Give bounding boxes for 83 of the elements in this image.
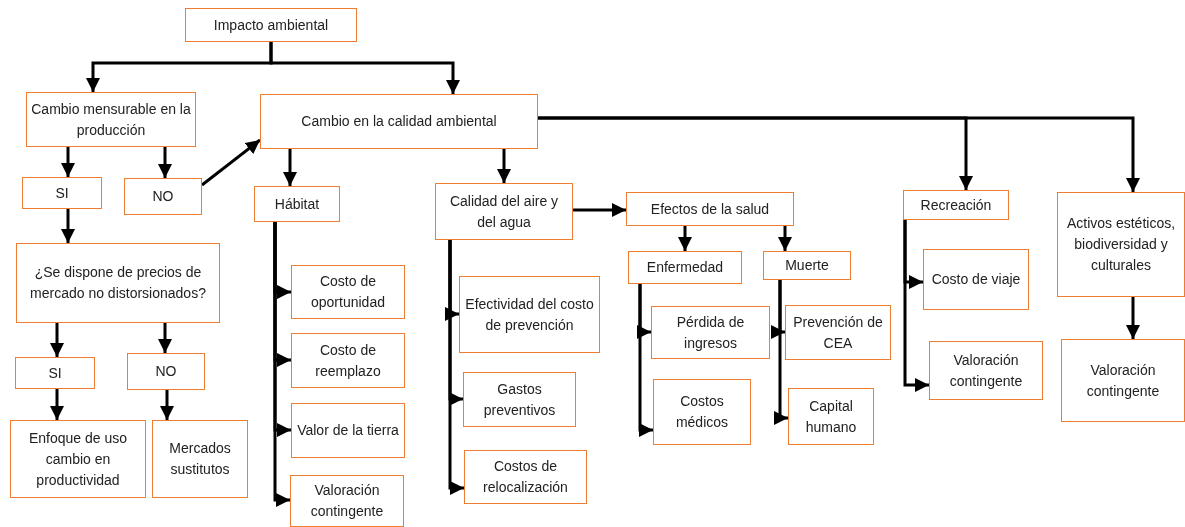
process-box <box>1057 192 1185 297</box>
arrow <box>61 209 75 243</box>
box-label: Valoración contingente <box>948 350 1024 391</box>
box-label: Muerte <box>785 256 829 275</box>
box-label: Costo de reemplazo <box>314 340 382 381</box>
process-box <box>15 357 95 389</box>
process-box <box>10 420 146 498</box>
arrow <box>1126 297 1140 339</box>
box-label: Cambio en la calidad ambiental <box>301 112 497 131</box>
box-label: NO <box>155 362 177 381</box>
box-label: Mercados sustitutos <box>168 439 232 479</box>
arrow <box>538 116 1140 192</box>
process-box <box>254 186 340 222</box>
box-label: NO <box>152 187 174 206</box>
process-box <box>290 475 404 527</box>
box-label: Efectividad del costo de prevención <box>464 294 595 335</box>
process-box <box>785 305 891 360</box>
arrow <box>158 147 172 178</box>
arrow <box>497 149 511 183</box>
arrow <box>201 138 261 187</box>
arrow <box>273 222 290 507</box>
arrow <box>283 149 297 186</box>
box-label: Valoración contingente <box>1085 360 1161 401</box>
box-label: Costos de relocalización <box>482 457 569 497</box>
arrow <box>678 226 692 251</box>
arrow <box>50 389 64 420</box>
process-box <box>903 190 1009 220</box>
box-label: Calidad del aire y del agua <box>448 191 560 232</box>
process-box <box>929 341 1043 400</box>
arrow <box>160 390 174 420</box>
box-label: Cambio mensurable en la producción <box>31 99 191 140</box>
box-label: ¿Se dispone de precios de mercado no distorsionados? <box>29 263 207 303</box>
process-box <box>127 353 205 390</box>
box-label: Pérdida de ingresos <box>675 312 746 353</box>
arrow <box>158 323 172 353</box>
process-box <box>653 379 751 445</box>
arrow <box>903 220 929 392</box>
box-label: Hábitat <box>274 194 320 214</box>
process-box <box>651 306 770 359</box>
arrow <box>778 226 792 251</box>
box-label: Capital humano <box>804 396 858 437</box>
process-box <box>763 251 851 280</box>
process-box <box>291 403 405 458</box>
process-box <box>435 183 573 240</box>
process-box <box>291 333 405 388</box>
box-label: Enfoque de uso cambio en productividad <box>27 428 129 490</box>
box-label: SI <box>48 363 62 383</box>
process-box <box>152 420 248 498</box>
arrow <box>448 240 464 495</box>
box-label: Efectos de la salud <box>650 199 770 219</box>
process-box <box>459 276 600 353</box>
box-label: Impacto ambiental <box>213 15 329 35</box>
box-label: Recreación <box>920 195 992 215</box>
box-label: Gastos preventivos <box>482 379 557 420</box>
arrow <box>50 323 64 357</box>
process-box <box>923 249 1029 310</box>
process-box <box>291 265 405 319</box>
process-box <box>463 372 576 427</box>
process-box <box>16 243 220 323</box>
box-label: Prevención de CEA <box>792 312 884 353</box>
box-label: Activos estéticos, biodiversidad y culturales <box>1065 214 1177 275</box>
box-label: Valor de la tierra <box>297 421 399 440</box>
box-label: Costo de oportunidad <box>310 272 386 312</box>
process-box <box>1061 339 1185 422</box>
arrow <box>573 203 626 217</box>
arrow <box>269 42 460 94</box>
arrow <box>61 147 75 177</box>
process-box <box>788 388 874 445</box>
box-label: Costo de viaje <box>931 270 1021 289</box>
arrow <box>774 280 788 425</box>
process-box <box>124 178 202 215</box>
process-box <box>22 177 102 209</box>
process-box <box>260 94 538 149</box>
process-box <box>626 192 794 226</box>
process-box <box>26 92 196 147</box>
box-label: Valoración contingente <box>309 481 385 521</box>
box-label: SI <box>55 183 69 203</box>
process-box <box>628 251 742 284</box>
arrow <box>638 284 653 437</box>
box-label: Enfermedad <box>646 258 724 277</box>
box-label: Costos médicos <box>674 392 730 432</box>
process-box <box>185 8 357 42</box>
process-box <box>464 450 587 504</box>
